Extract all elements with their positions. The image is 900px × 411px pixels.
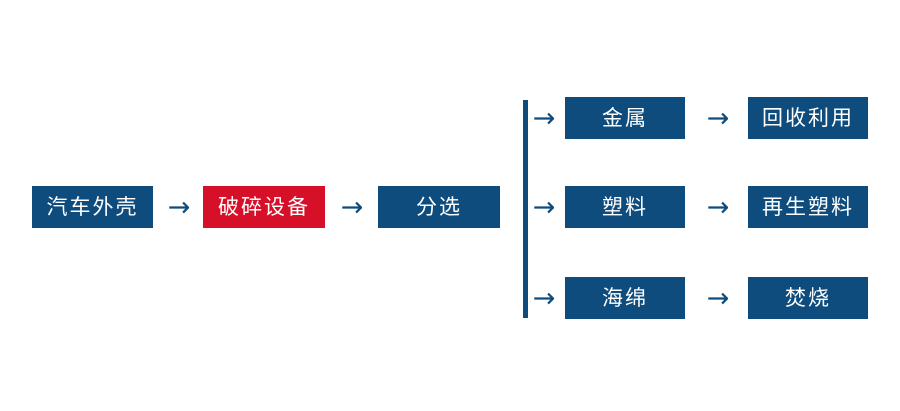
arrow-right-icon: →: [706, 282, 730, 314]
arrow-right-icon: →: [706, 102, 730, 134]
node-regenerated-plastic[interactable]: 再生塑料: [748, 186, 868, 228]
node-plastic[interactable]: 塑料: [565, 186, 685, 228]
node-crushing-equipment[interactable]: 破碎设备: [203, 186, 325, 228]
node-recycling-reuse[interactable]: 回收利用: [748, 97, 868, 139]
node-sponge[interactable]: 海绵: [565, 277, 685, 319]
node-incineration[interactable]: 焚烧: [748, 277, 868, 319]
node-sorting[interactable]: 分选: [378, 186, 500, 228]
arrow-branch-plastic-icon: →: [532, 191, 556, 223]
arrow-right-icon: →: [167, 191, 191, 223]
arrow-branch-sponge-icon: →: [532, 282, 556, 314]
node-metal[interactable]: 金属: [565, 97, 685, 139]
branch-connector-line: [523, 100, 528, 318]
arrow-right-icon: →: [706, 191, 730, 223]
arrow-right-icon: →: [340, 191, 364, 223]
node-car-shell[interactable]: 汽车外壳: [32, 186, 153, 228]
arrow-branch-metal-icon: →: [532, 102, 556, 134]
